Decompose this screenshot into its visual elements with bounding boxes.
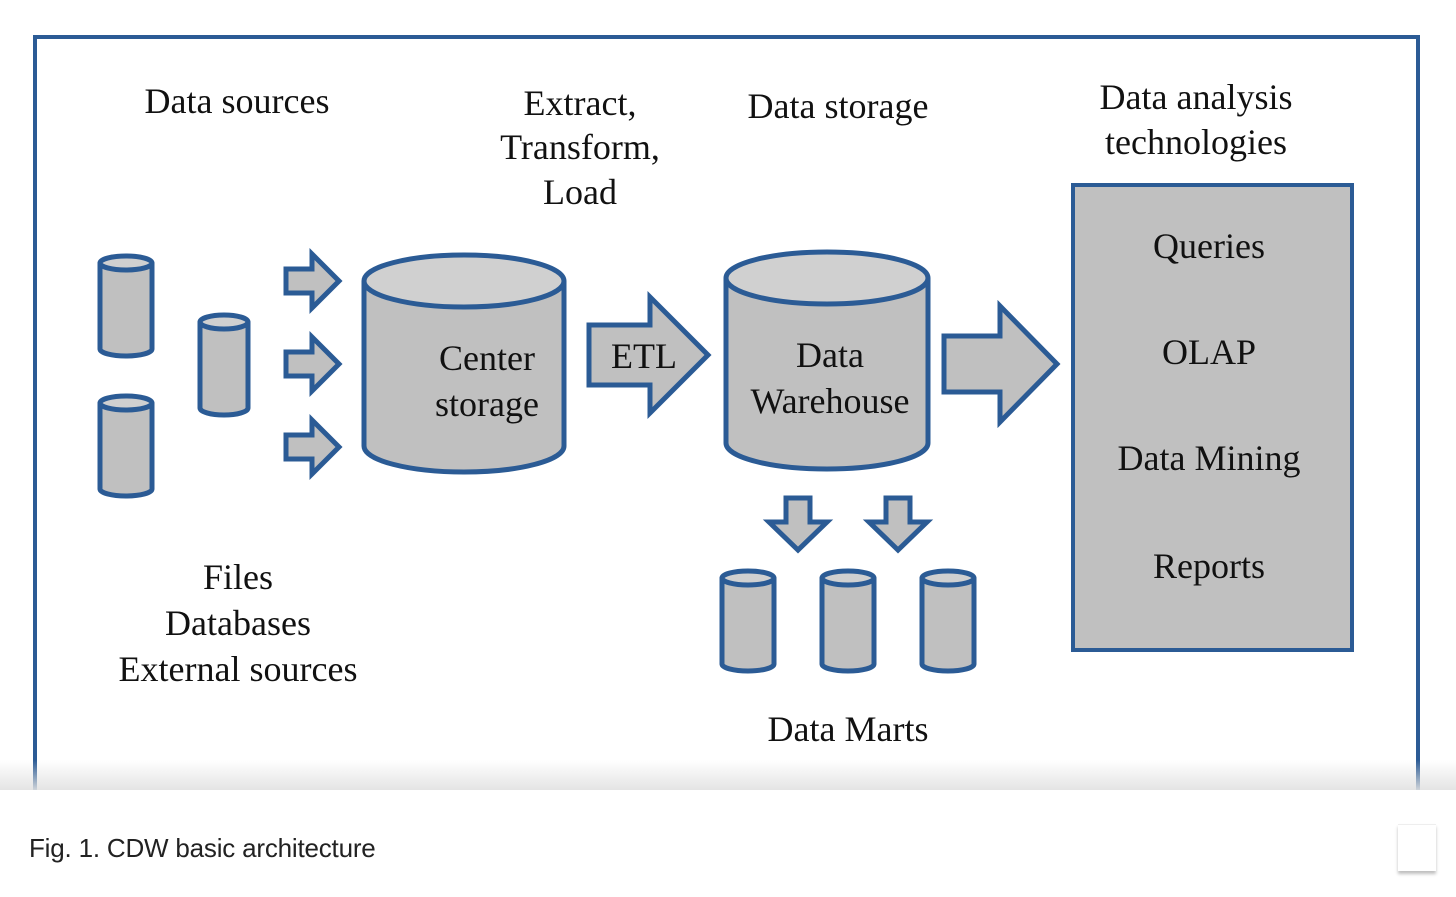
heading-analysis-line2: technologies	[1105, 122, 1287, 162]
heading-data-sources: Data sources	[145, 81, 330, 121]
figure-image: Data sources Extract, Transform, Load Da…	[0, 35, 1456, 790]
analysis-item-olap: OLAP	[1162, 332, 1256, 372]
heading-etl-line1: Extract,	[524, 83, 637, 123]
source-type-databases: Databases	[165, 603, 311, 643]
data-mart-cylinder-icon	[719, 568, 777, 674]
center-storage-label-line1: Center	[439, 338, 535, 378]
cdw-architecture-diagram: Data sources Extract, Transform, Load Da…	[33, 35, 1420, 790]
diagram-frame	[33, 35, 1420, 790]
source-cylinder-icon	[97, 253, 155, 359]
heading-data-storage: Data storage	[748, 86, 929, 126]
data-warehouse-label-line1: Data	[796, 335, 864, 375]
analysis-technologies-box	[1071, 183, 1354, 652]
etl-arrow-label: ETL	[611, 336, 677, 376]
figure-caption: Fig. 1. CDW basic architecture	[29, 833, 376, 863]
figure-fade-overlay	[0, 760, 1456, 790]
source-cylinder-icon	[197, 312, 251, 418]
source-type-files: Files	[203, 557, 273, 597]
source-arrow-icon	[283, 413, 343, 481]
analysis-item-reports: Reports	[1153, 546, 1265, 586]
center-storage-cylinder-icon	[361, 252, 567, 475]
heading-etl-line3: Load	[543, 172, 617, 212]
data-marts-label: Data Marts	[768, 709, 929, 749]
data-mart-cylinder-icon	[819, 568, 877, 674]
center-storage-label-line2: storage	[435, 384, 539, 424]
source-cylinder-icon	[97, 393, 155, 499]
data-warehouse-label-line2: Warehouse	[750, 381, 909, 421]
etl-arrow-icon	[586, 290, 712, 420]
heading-analysis-line1: Data analysis	[1100, 77, 1293, 117]
data-mart-arrow-icon	[862, 495, 934, 554]
heading-etl-line2: Transform,	[500, 127, 660, 167]
source-arrow-icon	[283, 247, 343, 315]
data-mart-arrow-icon	[762, 495, 834, 554]
analysis-item-queries: Queries	[1153, 226, 1265, 266]
source-type-external: External sources	[119, 649, 358, 689]
analysis-arrow-icon	[941, 299, 1061, 429]
source-arrow-icon	[283, 330, 343, 398]
data-mart-cylinder-icon	[919, 568, 977, 674]
data-warehouse-cylinder-icon	[723, 249, 931, 472]
analysis-item-data-mining: Data Mining	[1118, 438, 1301, 478]
side-widget-button[interactable]	[1398, 824, 1436, 871]
